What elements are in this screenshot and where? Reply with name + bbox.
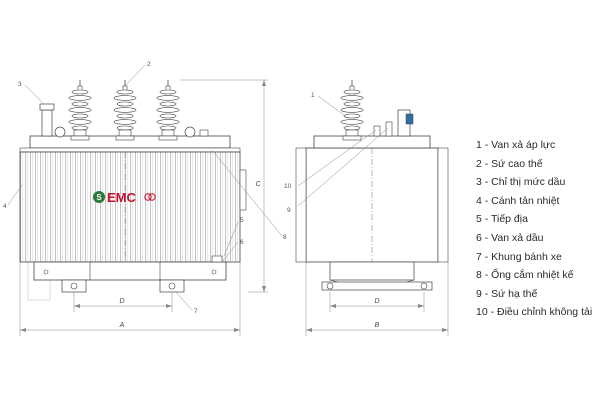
callout-5: 5 — [240, 217, 244, 224]
oil-level-indicator — [41, 109, 53, 137]
legend-item: 7 - Khung bánh xe — [476, 250, 562, 263]
radiator-fins — [19, 151, 241, 263]
legend-item: 10 - Điều chỉnh không tải — [476, 306, 593, 319]
hv-bushing — [68, 79, 92, 141]
legend-item: 4 - Cánh tản nhiệt — [476, 194, 560, 207]
legend-item: 3 - Chỉ thị mức dầu — [476, 176, 566, 189]
emc-logo-mark — [93, 191, 105, 203]
lifting-lug — [54, 126, 66, 138]
drain-valve — [211, 255, 223, 263]
dim-d-front: D — [119, 298, 124, 305]
legend-item: 8 - Ống cắm nhiệt kế — [476, 269, 574, 282]
svg-text:S: S — [96, 193, 102, 202]
callout-2: 2 — [147, 61, 151, 68]
callout-3: 3 — [18, 81, 22, 88]
svg-text:EMC: EMC — [107, 190, 137, 205]
legend-item: 5 - Tiếp địa — [476, 213, 528, 226]
callout-7: 7 — [194, 308, 198, 315]
callout-10: 10 — [284, 183, 292, 190]
legend-item: 6 - Van xả dầu — [476, 231, 544, 244]
tank-base — [33, 261, 227, 281]
dim-c: C — [255, 181, 261, 188]
side-hv-bushing — [340, 79, 364, 141]
hv-bushing — [113, 79, 137, 141]
dim-b: B — [375, 322, 380, 329]
callout-6: 6 — [240, 239, 244, 246]
parts-legend: 1 - Van xả áp lực 2 - Sứ cao thế 3 - Chỉ… — [476, 136, 598, 322]
emc-logo: S EMC — [93, 190, 156, 205]
callout-1: 1 — [311, 92, 315, 99]
callout-9: 9 — [287, 207, 291, 214]
callout-4: 4 — [3, 203, 7, 210]
dim-a: A — [119, 322, 125, 329]
side-view: 1 10 9 B D — [284, 79, 449, 336]
legend-item: 2 - Sứ cao thế — [476, 157, 543, 170]
legend-item: 9 - Sứ hạ thế — [476, 287, 538, 300]
lifting-lug — [184, 126, 196, 138]
oil-gauge-blue — [405, 113, 414, 125]
front-view: S EMC 3 2 4 5 6 7 8 — [3, 61, 287, 336]
legend-item: 1 - Van xả áp lực — [476, 139, 556, 151]
dim-d-side: D — [374, 298, 379, 305]
hv-bushing — [156, 79, 180, 141]
callout-8: 8 — [283, 234, 287, 241]
